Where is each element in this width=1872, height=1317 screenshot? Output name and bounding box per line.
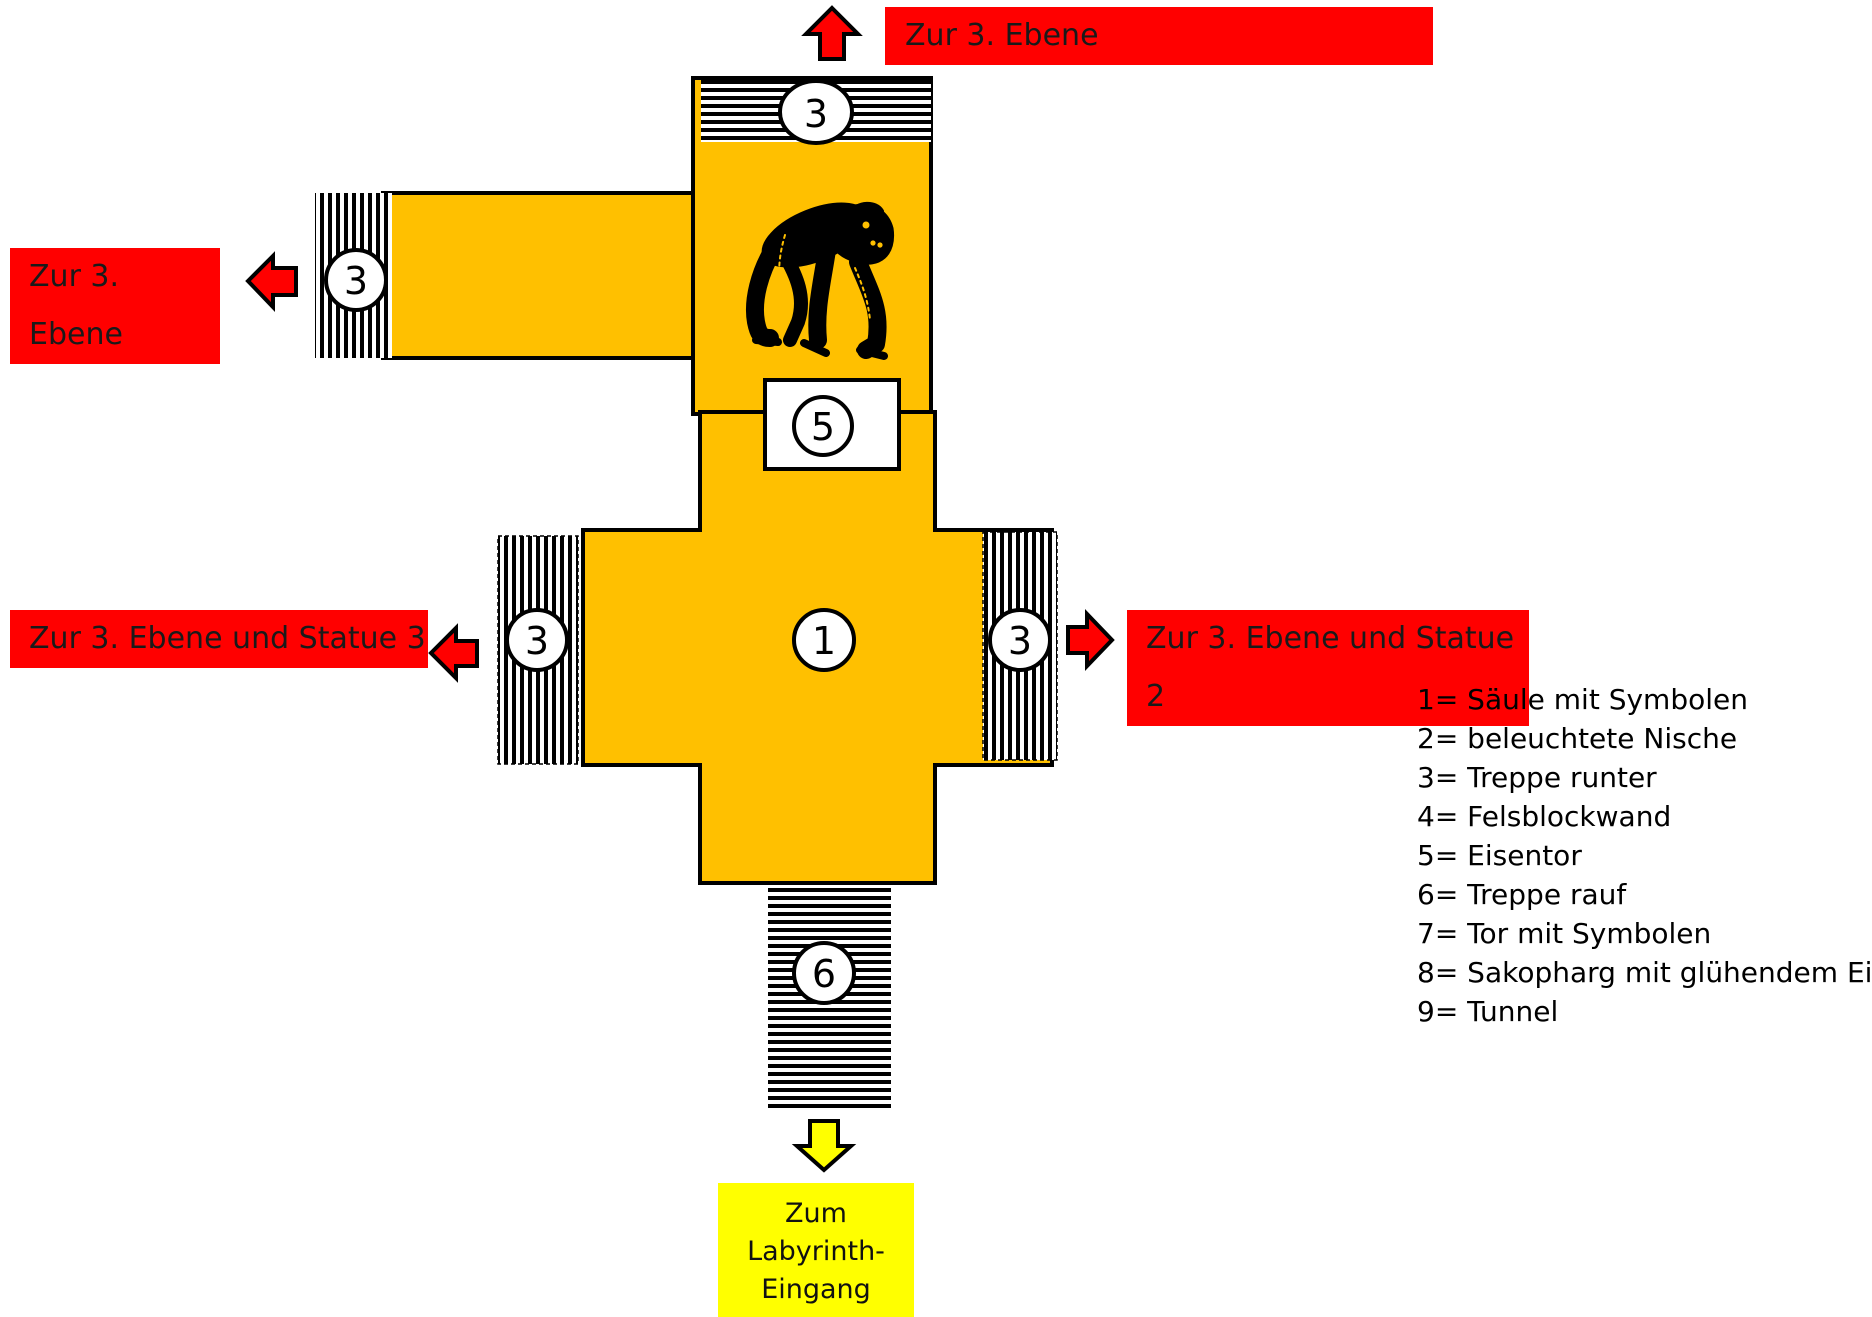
- marker-stairs-west-corridor: 3: [324, 248, 388, 312]
- legend-item: 4= Felsblockwand: [1417, 800, 1672, 833]
- exit-label-west-text: Zur 3. Ebene und Statue 3: [29, 621, 426, 656]
- marker-stairs-west: 3: [505, 608, 569, 672]
- svg-text:3: 3: [525, 619, 549, 663]
- legend-item: 5= Eisentor: [1417, 839, 1582, 872]
- legend-item: 6= Treppe rauf: [1417, 878, 1627, 911]
- entrance-label-line: Eingang: [761, 1274, 871, 1305]
- marker-stairs-south: 6: [792, 941, 856, 1005]
- legend-item: 7= Tor mit Symbolen: [1417, 917, 1712, 950]
- svg-text:3: 3: [804, 92, 828, 136]
- arrow-down-icon: [791, 1119, 857, 1173]
- legend-item: 2= beleuchtete Nische: [1417, 722, 1738, 755]
- svg-text:6: 6: [812, 952, 836, 996]
- entrance-label-line: Zum: [785, 1198, 847, 1229]
- marker-pillar: 1: [792, 608, 856, 672]
- marker-stairs-north: 3: [778, 79, 854, 145]
- arrow-left-icon: [245, 251, 298, 312]
- entrance-label: Zum Labyrinth- Eingang: [718, 1183, 914, 1317]
- dungeon-map: 3 3 5 1 3 3 6: [245, 5, 1115, 1173]
- legend: 1= Säule mit Symbolen 2= beleuchtete Nis…: [1417, 680, 1872, 1031]
- exit-label-east-text: Zur 3. Ebene und Statue 2: [1146, 621, 1515, 714]
- svg-text:5: 5: [811, 405, 835, 449]
- west-corridor: [381, 191, 697, 360]
- arrow-right-icon: [1066, 609, 1115, 671]
- exit-label-north-text: Zur 3. Ebene: [905, 18, 1099, 53]
- legend-item: 9= Tunnel: [1417, 995, 1559, 1028]
- svg-text:3: 3: [1008, 619, 1032, 663]
- exit-label-north: Zur 3. Ebene: [885, 7, 1433, 65]
- exit-label-west: Zur 3. Ebene und Statue 3: [10, 610, 428, 668]
- marker-iron-gate: 5: [792, 395, 854, 457]
- arrow-up-icon: [801, 5, 863, 61]
- exit-label-west-corridor: Zur 3. Ebene: [10, 248, 220, 364]
- legend-item: 1= Säule mit Symbolen: [1417, 683, 1748, 716]
- svg-text:3: 3: [344, 259, 368, 303]
- legend-item: 3= Treppe runter: [1417, 761, 1657, 794]
- entrance-label-line: Labyrinth-: [747, 1236, 885, 1267]
- exit-label-west-corridor-text: Zur 3. Ebene: [29, 259, 123, 352]
- arrow-left-icon: [428, 623, 479, 683]
- marker-stairs-east: 3: [988, 608, 1052, 672]
- gorilla-icon: [746, 201, 895, 360]
- exit-label-east: Zur 3. Ebene und Statue 2: [1127, 610, 1529, 726]
- legend-item: 8= Sakopharg mit glühendem Ei: [1417, 956, 1872, 989]
- svg-text:1: 1: [812, 619, 836, 663]
